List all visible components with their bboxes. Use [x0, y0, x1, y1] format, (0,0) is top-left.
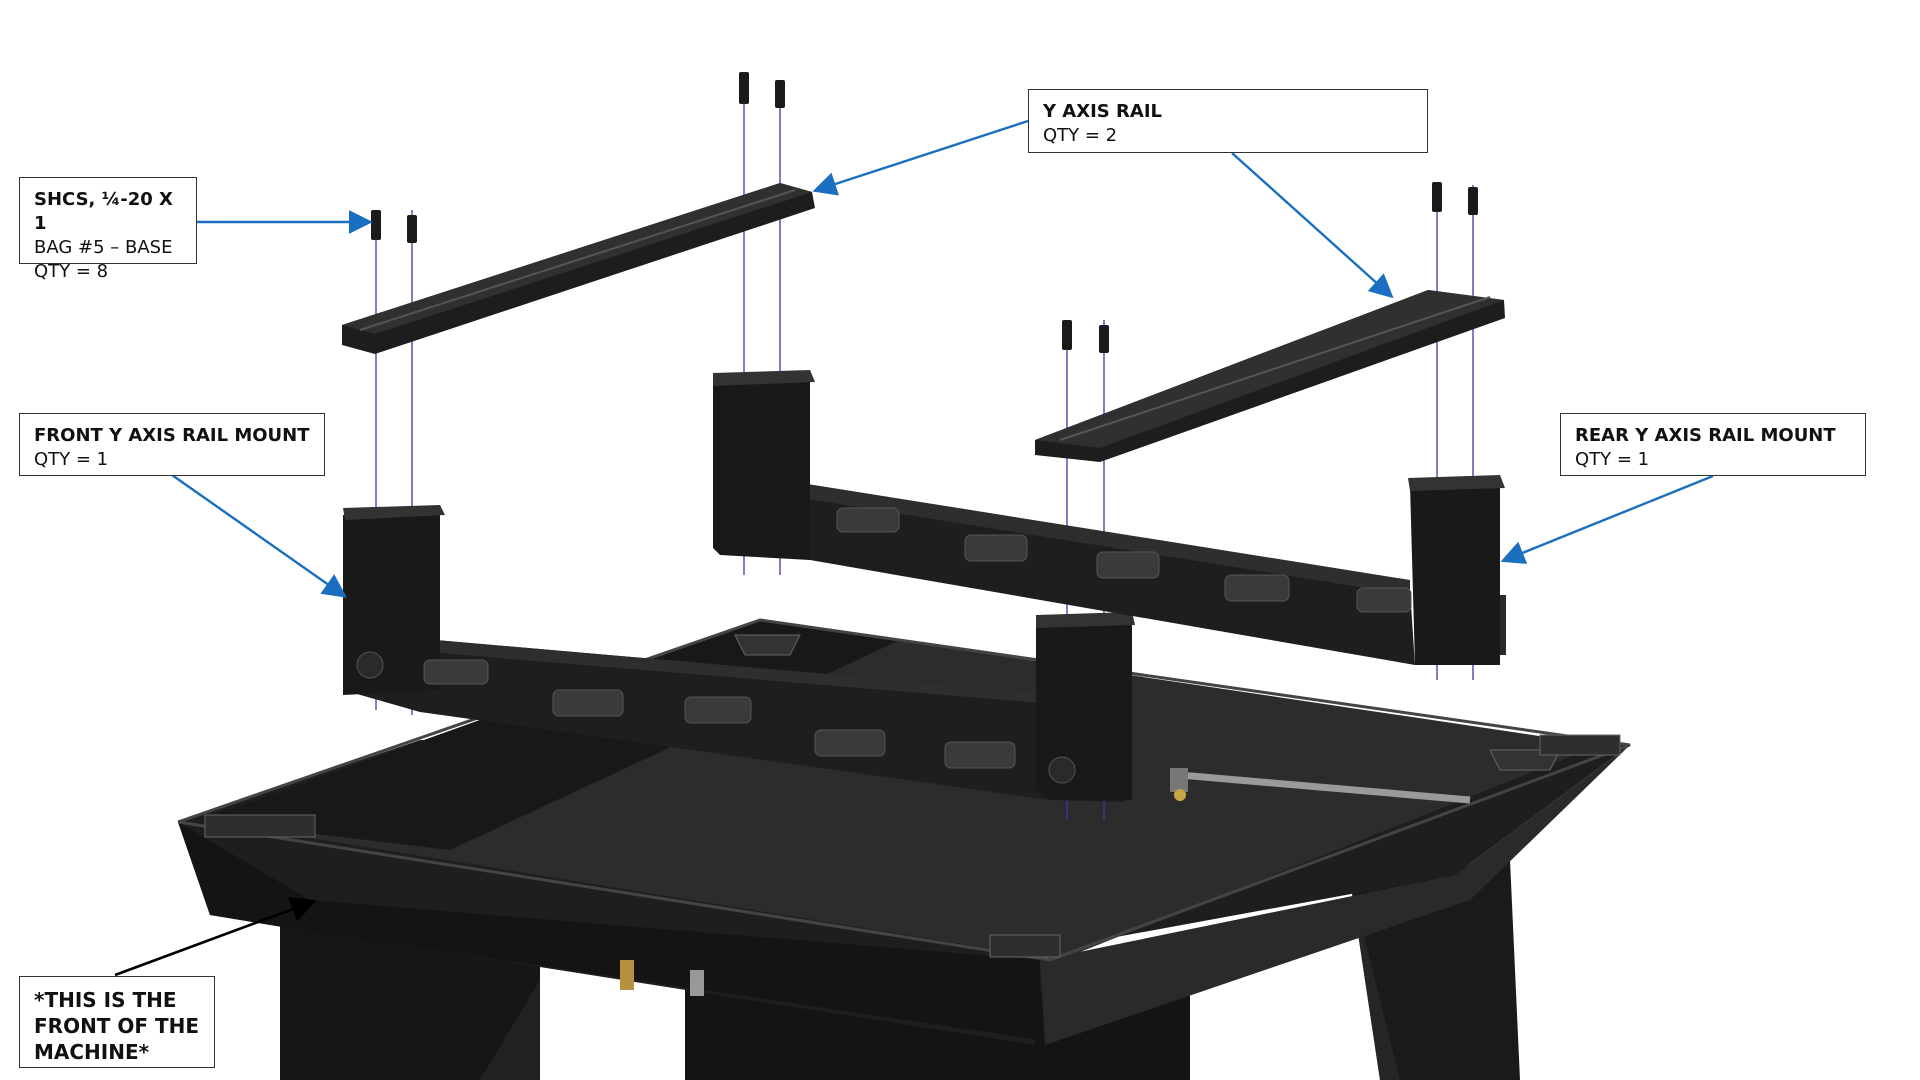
- callout-rear-mount: REAR Y AXIS RAIL MOUNT QTY = 1: [1560, 413, 1866, 476]
- callout-front-note-line3: MACHINE*: [34, 1040, 150, 1064]
- leader-lines: [171, 119, 1714, 598]
- callout-front-note: *THIS IS THE FRONT OF THE MACHINE*: [19, 976, 215, 1068]
- callout-y-axis-rail: Y AXIS RAIL QTY = 2: [1028, 89, 1428, 153]
- callout-y-axis-rail-title: Y AXIS RAIL: [1043, 101, 1162, 122]
- callout-front-note-line1: *THIS IS THE: [34, 988, 177, 1012]
- y-axis-rail-right: [1035, 290, 1505, 462]
- leader-y-rail-left: [812, 119, 1029, 196]
- y-axis-rail-left: [342, 183, 815, 354]
- callout-rear-mount-title: REAR Y AXIS RAIL MOUNT: [1575, 425, 1836, 446]
- rear-y-axis-rail-mount: [713, 370, 1506, 665]
- callout-y-axis-rail-qty: QTY = 2: [1043, 125, 1118, 146]
- callout-front-mount-title: FRONT Y AXIS RAIL MOUNT: [34, 425, 310, 446]
- callout-shcs-title: SHCS, ¼-20 X 1: [34, 189, 173, 234]
- leader-rear-mount: [1500, 474, 1714, 564]
- leader-y-rail-right: [1231, 152, 1394, 299]
- shcs-bolts: [371, 72, 1478, 353]
- front-y-axis-rail-mount: [343, 505, 1135, 802]
- leader-front-mount: [171, 474, 347, 598]
- callout-shcs: SHCS, ¼-20 X 1 BAG #5 – BASE QTY = 8: [19, 177, 197, 282]
- leader-front-note: [114, 897, 317, 977]
- callout-front-note-line2: FRONT OF THE: [34, 1014, 200, 1038]
- callout-shcs-bag: BAG #5 – BASE: [34, 237, 173, 258]
- callout-front-mount: FRONT Y AXIS RAIL MOUNT QTY = 1: [19, 413, 325, 476]
- callout-front-mount-qty: QTY = 1: [34, 449, 109, 470]
- callout-shcs-qty: QTY = 8: [34, 261, 109, 282]
- callout-rear-mount-qty: QTY = 1: [1575, 449, 1650, 470]
